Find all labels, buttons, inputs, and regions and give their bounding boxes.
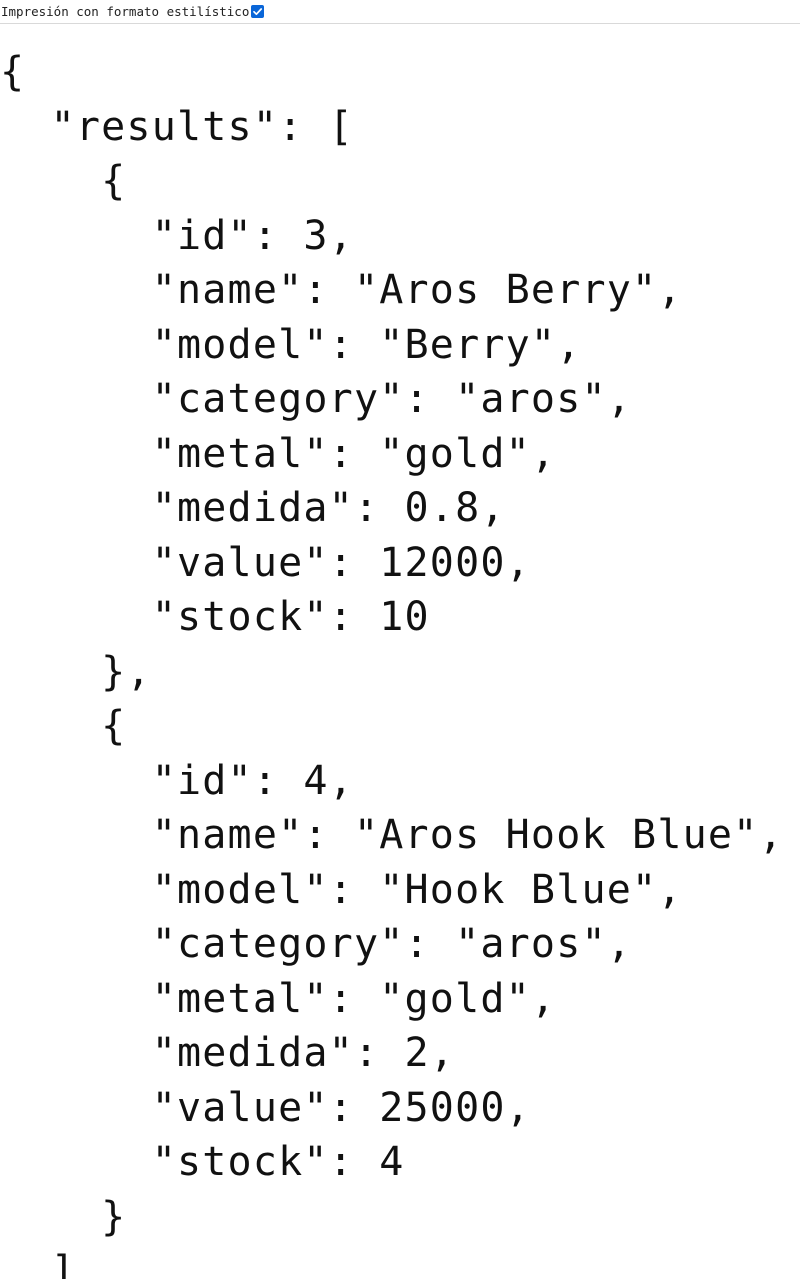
json-line: "id": 3,: [0, 212, 354, 259]
json-line: "value": 25000,: [0, 1084, 531, 1131]
pretty-print-toggle[interactable]: Impresión con formato estilístico: [1, 4, 265, 19]
checkmark-icon: [251, 5, 265, 18]
json-line: "category": "aros",: [0, 921, 633, 967]
json-line: }: [0, 1193, 127, 1240]
json-line: "metal": "gold",: [0, 430, 557, 477]
json-line: },: [0, 648, 152, 695]
json-line: "stock": 4: [0, 1139, 405, 1185]
json-line: {: [0, 158, 127, 204]
json-line: ]: [0, 1248, 76, 1279]
json-line: "name": "Aros Berry",: [0, 267, 683, 313]
json-line: "medida": 2,: [0, 1030, 456, 1076]
pretty-print-label: Impresión con formato estilístico: [1, 4, 250, 19]
pretty-print-checkbox[interactable]: [251, 5, 265, 18]
json-line: "results": [: [0, 103, 354, 150]
json-line: "model": "Berry",: [0, 321, 582, 368]
json-line: "id": 4,: [0, 757, 354, 804]
json-line: "name": "Aros Hook Blue",: [0, 812, 784, 858]
json-line: "model": "Hook Blue",: [0, 866, 683, 913]
json-line: "medida": 0.8,: [0, 485, 506, 531]
json-line: {: [0, 703, 127, 749]
json-line: "metal": "gold",: [0, 975, 557, 1022]
json-line: {: [0, 49, 26, 95]
json-line: "value": 12000,: [0, 539, 531, 586]
pretty-print-bar: Impresión con formato estilístico: [0, 0, 800, 24]
json-line: "category": "aros",: [0, 376, 633, 422]
json-line: "stock": 10: [0, 594, 430, 640]
json-viewer: { "results": [ { "id": 3, "name": "Aros …: [0, 24, 800, 1279]
